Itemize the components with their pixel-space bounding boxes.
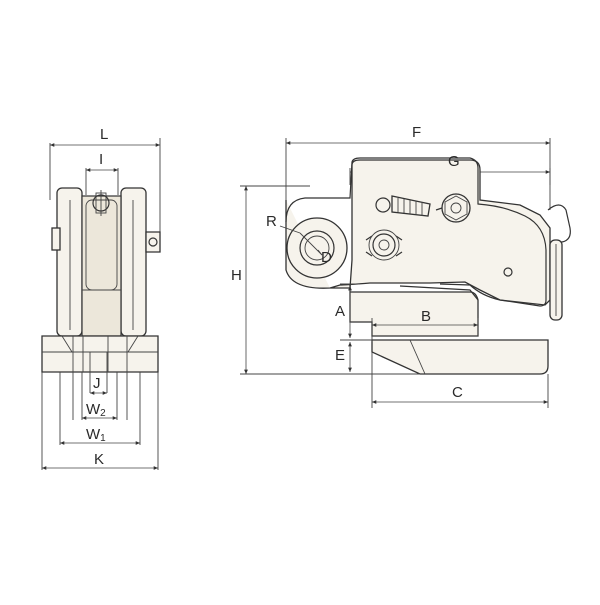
label-b: B: [421, 308, 431, 325]
jaw-base: [41, 335, 159, 373]
lock-handle: [547, 204, 571, 243]
label-l: L: [100, 126, 108, 143]
label-w2: W2: [86, 401, 106, 419]
stop-pin: [503, 267, 513, 277]
upper-jaw: [349, 284, 479, 337]
label-i: I: [99, 151, 103, 168]
label-c: C: [452, 384, 463, 401]
label-g: G: [448, 153, 460, 170]
locking-nut: [441, 193, 471, 223]
left-side-plate: [56, 187, 83, 337]
spring-lever: [391, 195, 431, 217]
label-d: D: [321, 249, 332, 266]
label-k: K: [94, 451, 104, 468]
label-a: A: [335, 303, 345, 320]
cam-hub: [372, 233, 396, 257]
lifting-eye-hole: [299, 230, 335, 266]
pivot-pin: [375, 197, 391, 213]
pin-left: [51, 227, 61, 251]
label-r: R: [266, 213, 277, 230]
center-cam: [81, 195, 122, 337]
lower-jaw: [371, 339, 549, 375]
right-side-plate: [120, 187, 147, 337]
label-w1: W1: [86, 426, 106, 444]
front-view: F G R D H A B E C: [231, 124, 571, 408]
label-f: F: [412, 124, 421, 141]
label-h: H: [231, 267, 242, 284]
lever-stub: [145, 231, 161, 253]
label-e: E: [335, 347, 345, 364]
label-j: J: [93, 375, 101, 392]
lifting-eye-boss: [286, 217, 348, 279]
side-view: L I J W2 W1 K: [41, 126, 161, 470]
